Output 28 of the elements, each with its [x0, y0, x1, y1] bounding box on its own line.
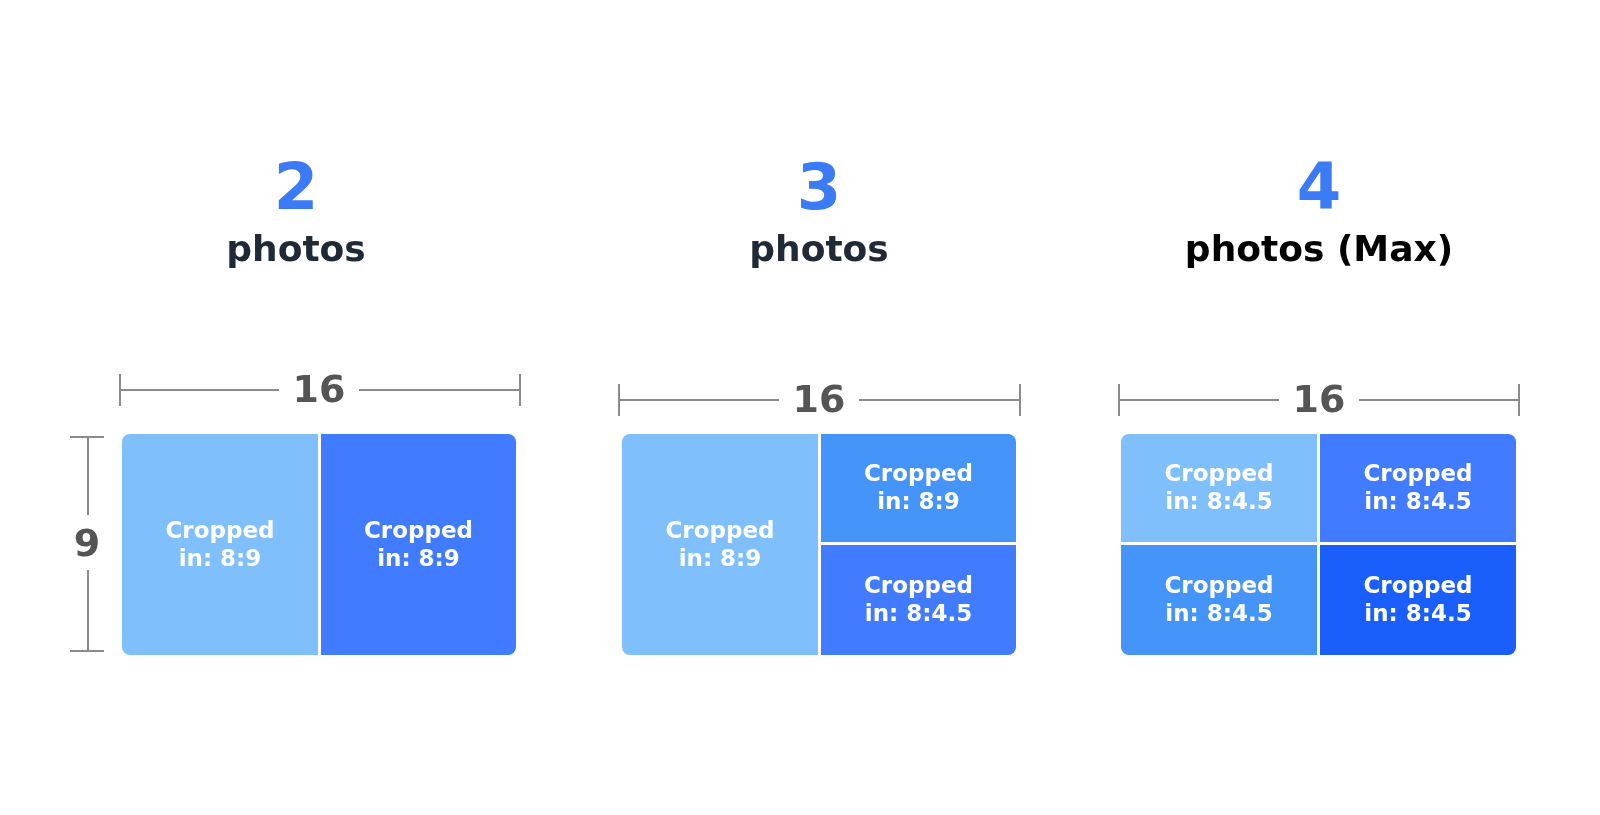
photo-tile [821, 545, 1016, 655]
photo-count: 4 [1295, 150, 1343, 224]
dimension-label: 9 [72, 524, 102, 562]
photo-tile [622, 434, 818, 655]
photo-tile [1320, 545, 1516, 655]
crop-ratio-text: Cropped in: 8:4.5 [863, 572, 974, 628]
heading: photos (Max) [1183, 228, 1455, 269]
photo-tile [122, 434, 318, 655]
heading: photos [225, 228, 367, 269]
photo-tile [1121, 434, 1317, 542]
photo-tile [1121, 545, 1317, 655]
heading: photos [748, 228, 890, 269]
crop-ratio-text: Cropped in: 8:9 [164, 516, 276, 573]
crop-ratio-text: Cropped in: 8:4.5 [1362, 460, 1474, 516]
crop-ratio-text: Cropped in: 8:9 [363, 516, 474, 573]
photo-tile [821, 434, 1016, 542]
crop-ratio-text: Cropped in: 8:4.5 [1163, 460, 1275, 516]
photo-count: 2 [272, 150, 320, 224]
crop-ratio-text: Cropped in: 8:9 [664, 516, 776, 573]
crop-ratio-text: Cropped in: 8:9 [863, 460, 974, 516]
photo-tile [321, 434, 516, 655]
dimension-label: 16 [291, 370, 347, 408]
photo-count: 3 [795, 150, 843, 224]
crop-ratio-text: Cropped in: 8:4.5 [1163, 572, 1275, 628]
crop-ratio-text: Cropped in: 8:4.5 [1362, 572, 1474, 628]
photo-tile [1320, 434, 1516, 542]
dimension-label: 16 [791, 380, 847, 418]
dimension-label: 16 [1291, 380, 1347, 418]
